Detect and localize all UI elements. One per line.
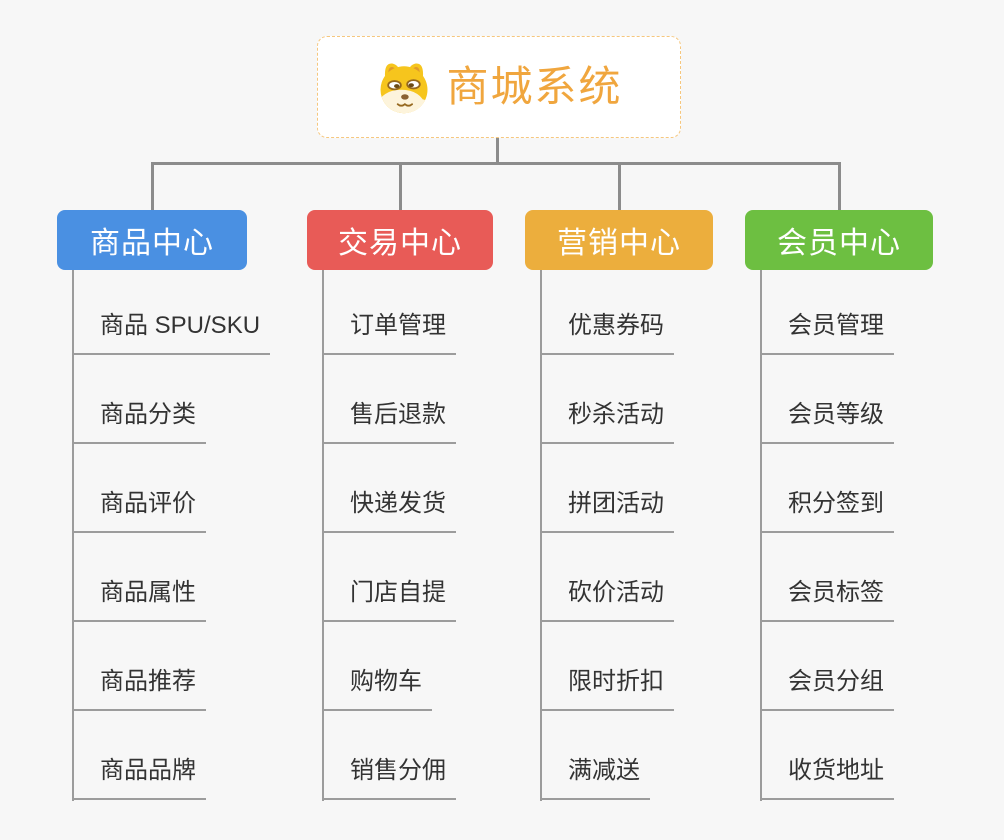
leaf-item-member-center-5[interactable]: 收货地址	[760, 754, 894, 800]
root-title: 商城系统	[446, 63, 623, 110]
branch-spine-marketing-center	[540, 270, 542, 801]
leaf-item-product-center-3[interactable]: 商品属性	[72, 576, 206, 622]
leaf-item-member-center-0[interactable]: 会员管理	[760, 309, 894, 355]
branch-node-trade-center[interactable]: 交易中心	[307, 210, 493, 270]
leaf-item-marketing-center-3[interactable]: 砍价活动	[540, 576, 674, 622]
leaf-item-trade-center-0[interactable]: 订单管理	[322, 309, 456, 355]
root-node-mall-system[interactable]: 商城系统	[317, 36, 681, 138]
branch-spine-trade-center	[322, 270, 324, 801]
connector-stub-trade-center	[398, 162, 402, 210]
leaf-item-member-center-4[interactable]: 会员分组	[760, 665, 894, 711]
branch-node-member-center[interactable]: 会员中心	[745, 210, 933, 270]
connector-horizontal-bar	[151, 162, 841, 165]
branch-node-product-center[interactable]: 商品中心	[57, 210, 247, 270]
leaf-item-trade-center-1[interactable]: 售后退款	[322, 398, 456, 444]
leaf-item-marketing-center-5[interactable]: 满减送	[540, 754, 650, 800]
leaf-item-trade-center-5[interactable]: 销售分佣	[322, 754, 456, 800]
connector-root-drop	[496, 138, 499, 164]
leaf-item-product-center-0[interactable]: 商品 SPU/SKU	[72, 309, 271, 355]
leaf-item-member-center-3[interactable]: 会员标签	[760, 576, 894, 622]
connector-stub-marketing-center	[617, 162, 621, 210]
leaf-item-trade-center-2[interactable]: 快递发货	[322, 487, 456, 533]
connector-stub-member-center	[837, 162, 841, 210]
leaf-item-product-center-2[interactable]: 商品评价	[72, 487, 206, 533]
leaf-item-marketing-center-0[interactable]: 优惠券码	[540, 309, 674, 355]
branch-spine-member-center	[760, 270, 762, 801]
leaf-item-product-center-1[interactable]: 商品分类	[72, 398, 206, 444]
leaf-item-member-center-1[interactable]: 会员等级	[760, 398, 894, 444]
connector-stub-product-center	[150, 162, 154, 210]
branch-node-marketing-center[interactable]: 营销中心	[525, 210, 713, 270]
leaf-item-product-center-5[interactable]: 商品品牌	[72, 754, 206, 800]
branch-spine-product-center	[72, 270, 74, 801]
leaf-item-marketing-center-4[interactable]: 限时折扣	[540, 665, 674, 711]
leaf-item-marketing-center-1[interactable]: 秒杀活动	[540, 398, 674, 444]
doge-icon	[375, 59, 433, 115]
leaf-item-marketing-center-2[interactable]: 拼团活动	[540, 487, 674, 533]
leaf-item-product-center-4[interactable]: 商品推荐	[72, 665, 206, 711]
leaf-item-trade-center-4[interactable]: 购物车	[322, 665, 432, 711]
leaf-item-trade-center-3[interactable]: 门店自提	[322, 576, 456, 622]
leaf-item-member-center-2[interactable]: 积分签到	[760, 487, 894, 533]
